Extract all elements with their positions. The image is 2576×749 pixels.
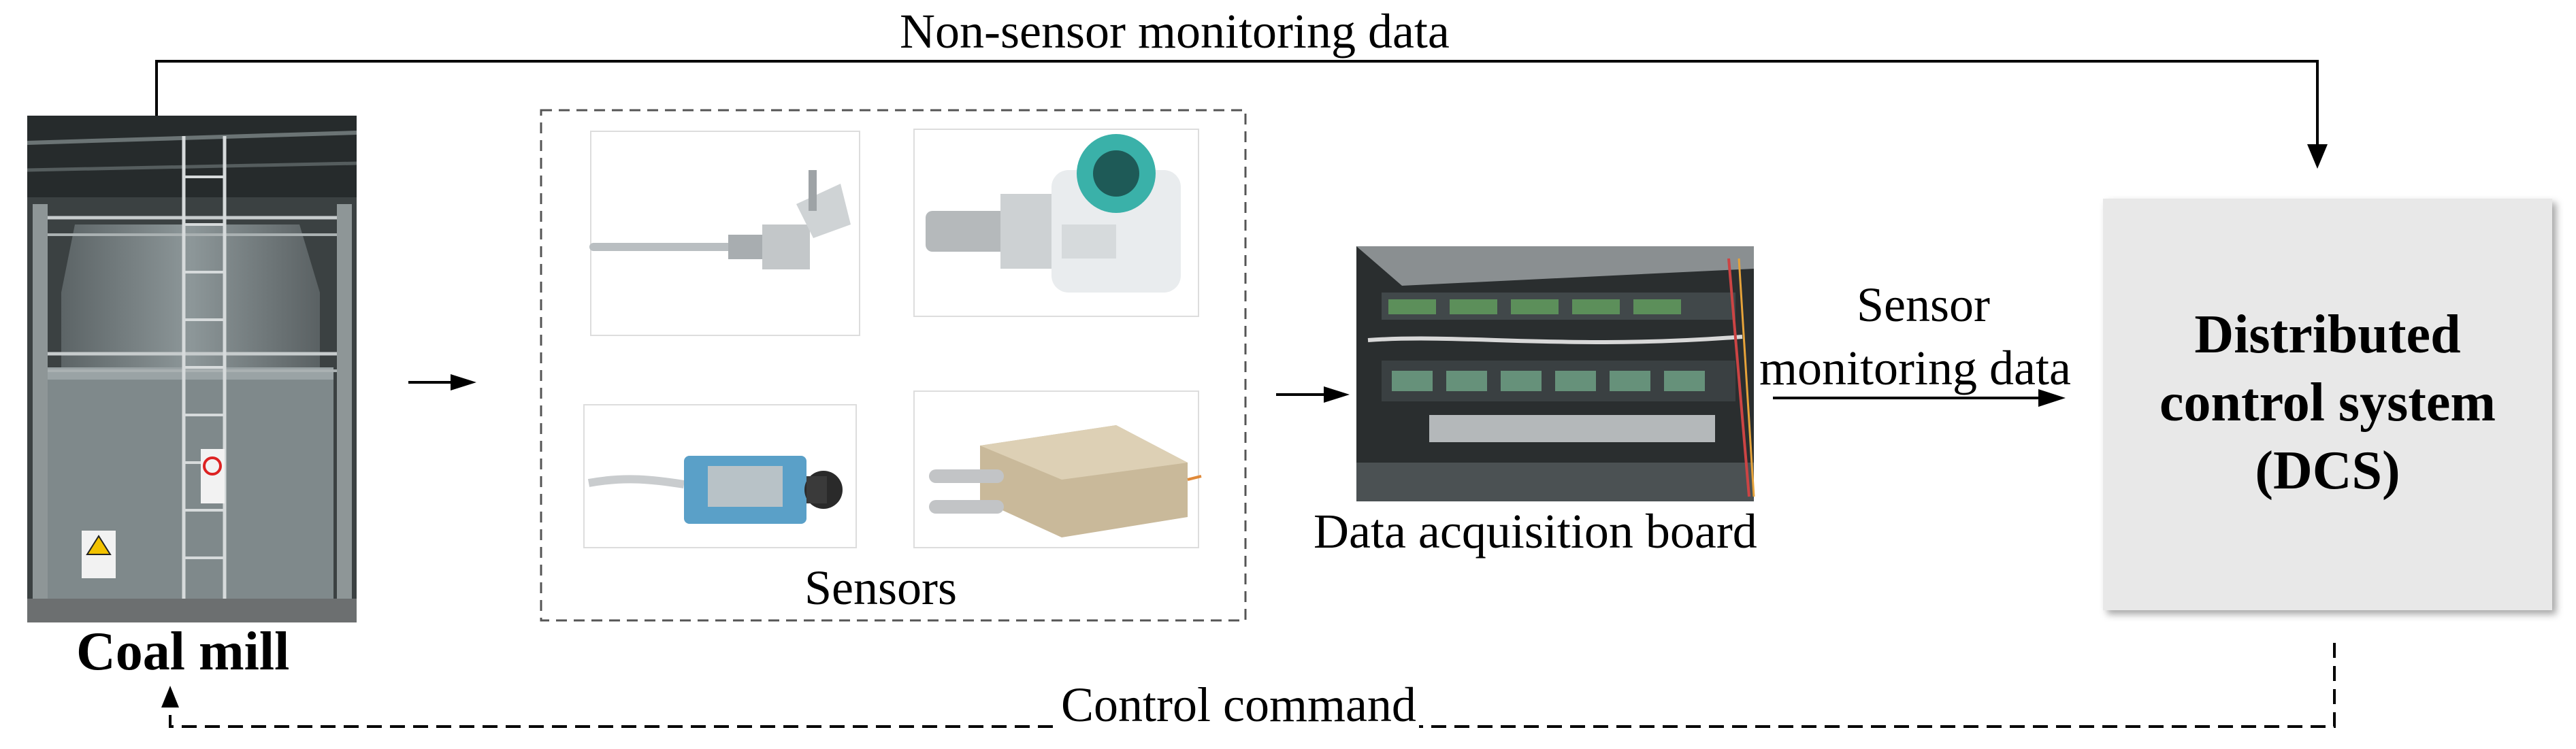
sensor-data-label-line2: monitoring data (1759, 341, 2071, 395)
data-acquisition-board-label: Data acquisition board (1314, 504, 1757, 559)
dcs-label-line2: control system (2159, 373, 2496, 433)
data-acquisition-board-image (1356, 246, 1755, 501)
mill-to-sensors-arrow (408, 374, 476, 390)
non-sensor-data-label: Non-sensor monitoring data (900, 4, 1450, 59)
dcs-label: Distributed control system (DCS) (2103, 301, 2552, 505)
dcs-label-line3: (DCS) (2255, 441, 2400, 501)
pressure-transmitter-image (913, 129, 1199, 317)
dcs-label-line1: Distributed (2194, 305, 2461, 365)
limit-switch-image (583, 404, 857, 548)
sensors-group-box (540, 109, 1247, 622)
board-to-dcs-arrow (1773, 389, 2066, 407)
temperature-sensor-image (589, 131, 860, 336)
dcs-box: Distributed control system (DCS) (2103, 199, 2552, 610)
control-command-label: Control command (1058, 680, 1419, 729)
coal-mill-image (27, 116, 357, 622)
differential-pressure-sensor-image (913, 390, 1202, 548)
sensors-to-board-arrow (1276, 386, 1350, 403)
sensors-label: Sensors (804, 561, 958, 615)
non-sensor-data-connector (155, 60, 2328, 169)
sensor-data-label-line1: Sensor (1857, 278, 1990, 332)
coal-mill-label: Coal mill (76, 622, 290, 682)
